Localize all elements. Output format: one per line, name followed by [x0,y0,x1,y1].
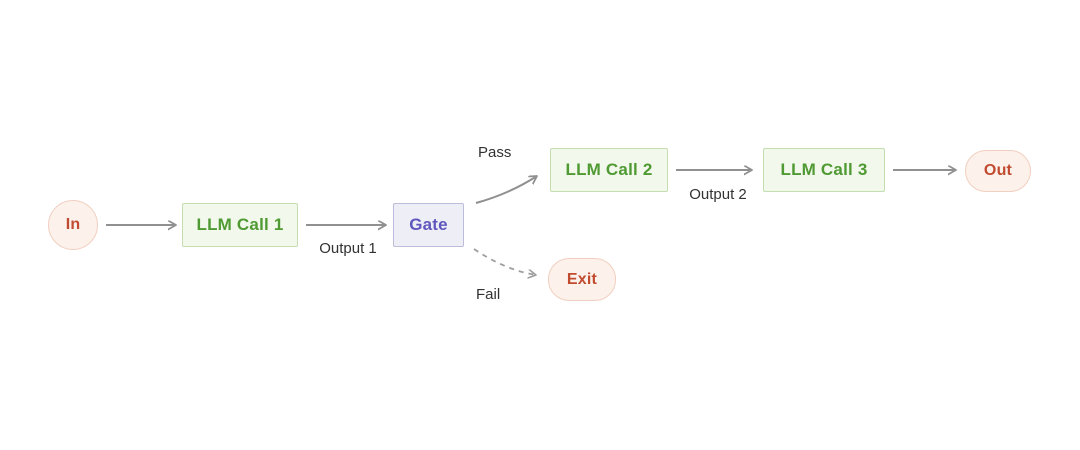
edge-label-output-1: Output 1 [319,240,377,257]
edge-label-output-2: Output 2 [689,186,747,203]
node-llm-call-3-label: LLM Call 3 [780,160,868,179]
node-gate: Gate [393,203,464,247]
node-out-label: Out [983,162,1013,179]
node-in: In [48,200,98,250]
node-llm-call-2-label: LLM Call 2 [565,160,653,179]
node-exit-label: Exit [566,270,598,288]
node-llm-call-1-label: LLM Call 1 [196,215,284,234]
node-llm-call-3: LLM Call 3 [763,148,885,192]
node-exit: Exit [548,258,616,301]
arrow-gate-to-llm-call-2-pass [475,176,537,204]
edge-label-fail: Fail [476,286,501,303]
node-gate-label: Gate [409,215,448,234]
node-llm-call-1: LLM Call 1 [182,203,298,247]
node-llm-call-2: LLM Call 2 [550,148,668,192]
node-out: Out [965,150,1031,192]
arrow-gate-to-exit-fail [473,248,536,275]
node-in-label: In [65,216,81,233]
edge-label-pass: Pass [478,144,512,161]
